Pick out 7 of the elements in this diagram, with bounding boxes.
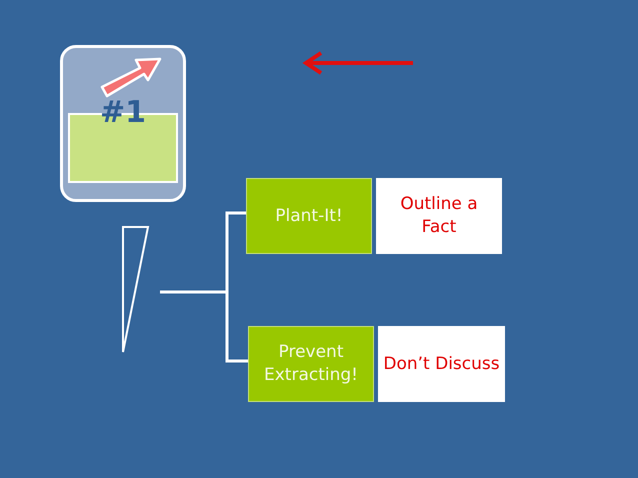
box-label: Outline a Fact (399, 193, 479, 239)
number-label: #1 (98, 98, 147, 128)
box-label: Plant-It! (275, 204, 343, 228)
box-label: Don’t Discuss (383, 352, 500, 376)
bracket-connector (160, 290, 248, 362)
tablet-card (60, 45, 186, 202)
box-label: Prevent Extracting! (263, 341, 359, 387)
